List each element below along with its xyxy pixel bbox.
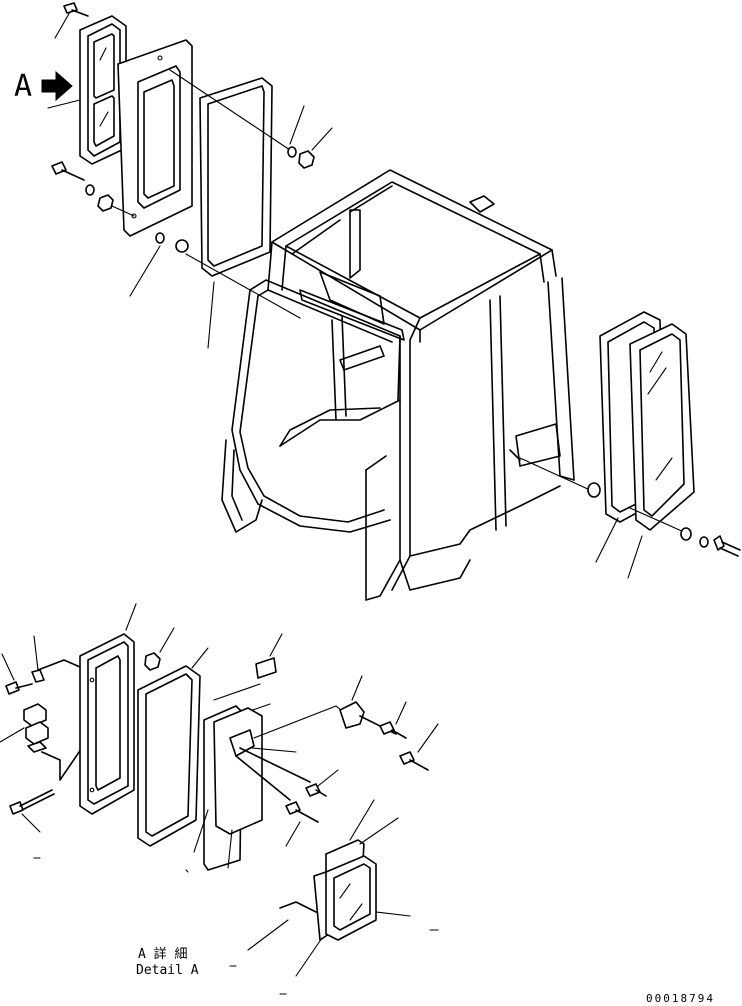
nut [298, 150, 315, 169]
cab-frame [221, 169, 591, 601]
leader-line [129, 245, 161, 297]
leader-line [251, 747, 297, 753]
leader-line [289, 105, 305, 145]
leader-line [375, 911, 411, 917]
leader-line [595, 517, 619, 563]
bracket [255, 657, 277, 679]
detail-title-en: Detail A [136, 963, 199, 978]
view-marker-label: A [14, 69, 32, 104]
latch-part [23, 703, 47, 727]
leader-line [295, 937, 323, 977]
washer [680, 527, 692, 541]
nut [144, 652, 161, 671]
bolt [51, 161, 67, 175]
leader-line [159, 627, 175, 653]
leader-line [417, 723, 439, 753]
leader-line [359, 817, 399, 845]
bolt [379, 721, 395, 735]
washer [287, 146, 297, 158]
leader-line [0, 727, 25, 743]
grommet [587, 482, 601, 498]
leader-line [33, 635, 39, 671]
detail-title-jp: A 詳 細 [138, 946, 187, 962]
leader-line [227, 829, 233, 869]
leader-line [54, 11, 71, 39]
bolt [285, 801, 301, 815]
latch-part [25, 721, 49, 745]
latch-part [27, 741, 47, 753]
washer [85, 184, 95, 196]
small-sliding-window [325, 855, 377, 941]
leader-line [285, 821, 301, 847]
leader-line [125, 603, 137, 631]
detail-a-assembly [0, 603, 439, 995]
latch-plate [213, 707, 263, 835]
grommet [175, 239, 189, 253]
right-window-glass-plate [629, 323, 695, 531]
leader-line [349, 799, 375, 841]
leader-line [247, 919, 289, 951]
leader-line [351, 675, 363, 701]
leader-line [269, 633, 283, 657]
screw [9, 801, 24, 815]
right-side-window-assembly [587, 311, 741, 579]
leader-line [317, 769, 339, 787]
leader-line [395, 701, 407, 725]
detail-seal [137, 665, 201, 847]
clip [31, 669, 45, 683]
leader-line [207, 281, 215, 349]
view-arrow-icon [41, 70, 73, 102]
bolt [5, 681, 20, 695]
leader-line [1, 653, 15, 681]
washer [699, 536, 709, 548]
gasket-plate [117, 39, 193, 237]
bolt [713, 535, 725, 551]
leader-line [311, 127, 333, 151]
leader-line [193, 809, 209, 853]
leader-line [627, 535, 643, 579]
bolt [399, 751, 415, 765]
left-small-window-assembly [47, 2, 333, 349]
drawing-number: 00018794 [646, 992, 715, 1005]
leader-line [47, 99, 81, 109]
striker [339, 701, 365, 729]
nut [97, 194, 114, 212]
window-seal [199, 77, 273, 277]
leader-line [21, 813, 41, 833]
leader-line [191, 647, 209, 669]
washer [155, 232, 165, 244]
